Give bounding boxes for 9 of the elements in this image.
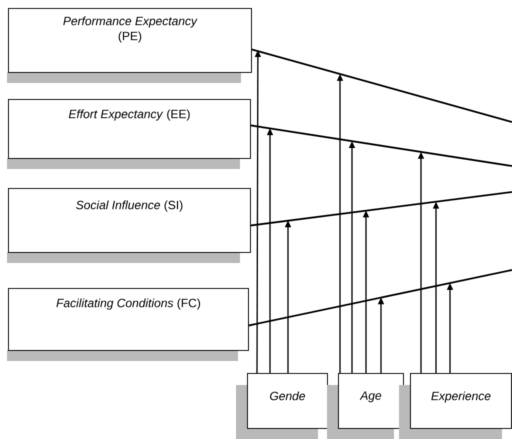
- moderator-box: Gende: [236, 373, 328, 439]
- construct-box: Social Influence (SI): [7, 188, 251, 263]
- moderator-box: Experience: [399, 373, 512, 439]
- construct-box: Performance Expectancy (PE): [7, 8, 252, 83]
- construct-box: Facilitating Conditions (FC): [7, 288, 249, 361]
- construct-box: Effort Expectancy (EE): [7, 99, 251, 169]
- moderator-box: Age: [327, 373, 404, 439]
- node-label: Age: [360, 391, 382, 402]
- node-label: Gende: [270, 391, 306, 400]
